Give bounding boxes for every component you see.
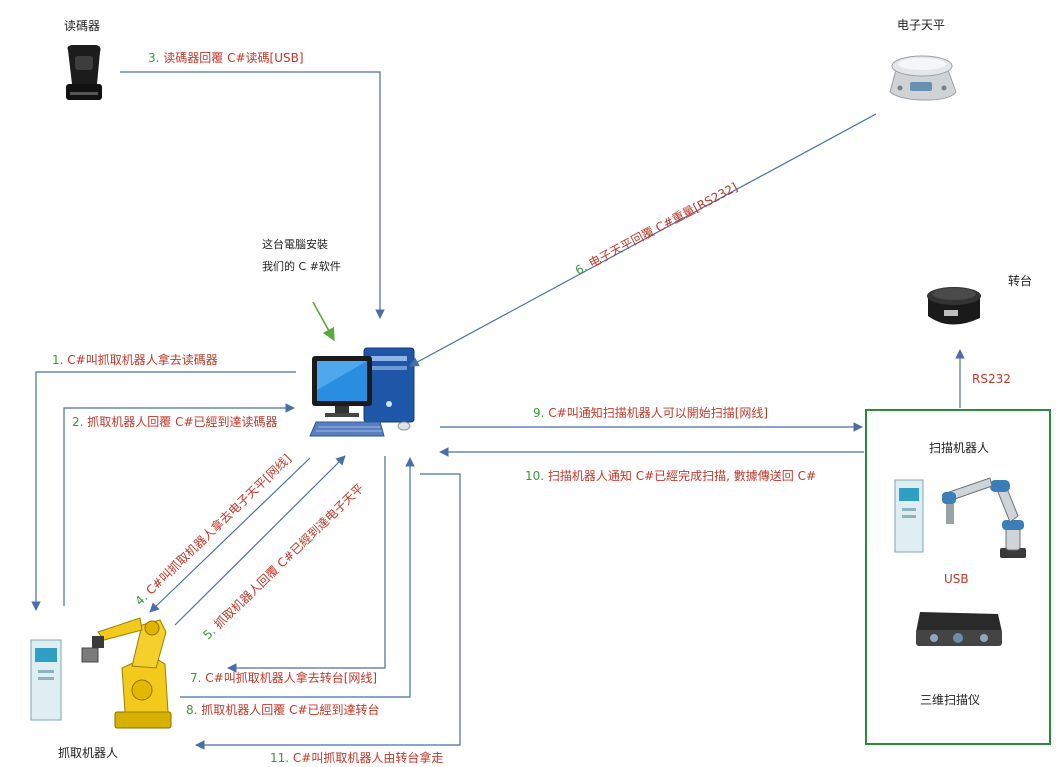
barcode-scanner-icon	[66, 45, 102, 100]
scale-node: 电子天平	[889, 18, 957, 101]
software-note: 这台電腦安裝 我们的 C #软件	[262, 237, 341, 342]
edge-1-line	[31, 371, 296, 611]
barcode-reader-label: 读碼器	[64, 19, 100, 33]
scan-robot-box	[865, 409, 1051, 745]
edge-11-label: 11. C#叫抓取机器人由转台拿走	[270, 750, 443, 765]
edge-8-line	[180, 457, 415, 698]
scanner3d-label: 三维扫描仪	[920, 693, 980, 707]
turntable-icon	[927, 287, 981, 325]
edge-10-label: 10. 扫描机器人通知 C#已經完成扫描, 數據傳送回 C#	[525, 468, 816, 483]
note-pointer-arrow	[312, 301, 335, 342]
edge-8-label: 8. 抓取机器人回覆 C#已經到達转台	[186, 702, 380, 717]
edge-5-line	[174, 455, 346, 626]
edge-9-label: 9. C#叫通知扫描机器人可以開始扫描[网线]	[533, 406, 768, 420]
edge-11-line	[195, 473, 461, 750]
computer-node	[309, 347, 415, 437]
desktop-computer-icon	[309, 347, 415, 437]
note-line-2: 我们的 C #软件	[262, 259, 341, 273]
turntable-label: 转台	[1008, 273, 1032, 288]
scan-robot-label: 扫描机器人	[929, 441, 989, 455]
grab-robot-label: 抓取机器人	[58, 746, 118, 760]
scale-label: 电子天平	[897, 18, 945, 32]
edge-2-line	[63, 403, 295, 606]
barcode-reader-node: 读碼器	[64, 19, 102, 100]
edge-5-label: 5. 抓取机器人回覆 C#已經到達电子天平	[200, 481, 366, 642]
edge-3-line	[120, 71, 385, 319]
edge-4-line	[149, 457, 311, 613]
rs232-link-label: RS232	[972, 372, 1011, 386]
grab-robot-node: 抓取机器人	[30, 617, 172, 760]
turntable-node: 转台	[927, 273, 1032, 325]
usb-link-label: USB	[944, 572, 969, 586]
collaborative-robot-arm-icon	[942, 477, 1026, 558]
3d-scanner-icon	[916, 612, 1002, 646]
edge-1-label: 1. C#叫抓取机器人拿去读碼器	[52, 352, 218, 367]
edge-6-label: 6. 电子天平回覆 C#重量[RS232]	[573, 180, 740, 278]
industrial-robot-arm-icon	[81, 617, 172, 729]
scan-control-cabinet-icon	[894, 479, 924, 553]
edge-2-label: 2. 抓取机器人回覆 C#已經到達读碼器	[72, 415, 278, 429]
edge-7-label: 7. C#叫抓取机器人拿去转台[网线]	[190, 670, 377, 685]
control-cabinet-icon	[30, 639, 62, 721]
electronic-scale-icon	[889, 55, 957, 101]
edge-7-line	[227, 456, 386, 673]
edge-6-line	[409, 113, 877, 367]
scan-robot-group: 扫描机器人 USB 三维扫描仪	[865, 409, 1051, 745]
note-line-1: 这台電腦安裝	[262, 237, 328, 251]
edge-3-label: 3. 读碼器回覆 C#读碼[USB]	[148, 51, 304, 65]
